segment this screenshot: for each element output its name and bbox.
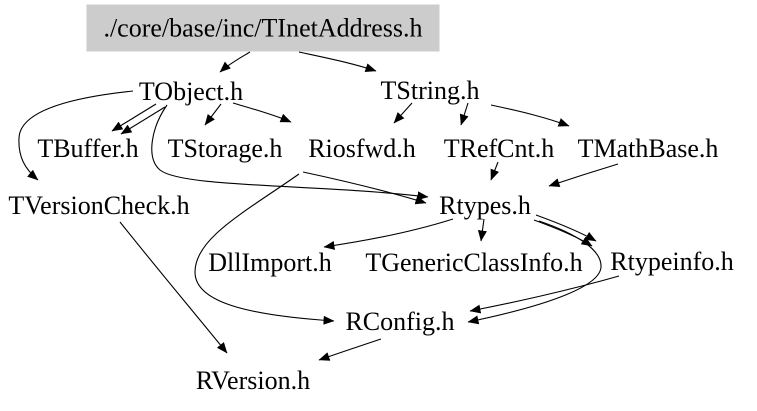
edge-TMathBase-to-Rtypes xyxy=(548,163,619,187)
edge-Rtypes-to-Rtypeinfo xyxy=(533,219,593,247)
node-TObject[interactable]: TObject.h xyxy=(138,77,244,106)
node-DllImport[interactable]: DllImport.h xyxy=(208,248,332,277)
edge-Riosfwd-to-RConfig xyxy=(194,173,335,325)
node-RVersion[interactable]: RVersion.h xyxy=(195,366,311,395)
node-Rtypes[interactable]: Rtypes.h xyxy=(439,191,531,220)
edge-TString-to-TRefCnt xyxy=(459,102,469,126)
edge-Rtypes-to-RConfig xyxy=(467,220,602,325)
edge-Riosfwd-to-Rtypes xyxy=(302,171,427,205)
edge-RConfig-to-RVersion xyxy=(318,338,382,361)
edge-TObject-to-Riosfwd xyxy=(232,102,292,123)
edge-TObject-to-TStorage xyxy=(204,103,222,126)
edges-group xyxy=(18,51,620,361)
node-TBuffer[interactable]: TBuffer.h xyxy=(37,134,139,163)
edge-TRefCnt-to-Rtypes xyxy=(490,161,499,181)
edge-Rtypeinfo-to-RConfig xyxy=(469,275,620,314)
node-Rtypeinfo[interactable]: Rtypeinfo.h xyxy=(610,247,734,276)
edge-TObject-to-Rtypes xyxy=(151,104,429,201)
node-TGenericClassInfo[interactable]: TGenericClassInfo.h xyxy=(365,248,583,277)
edge-TInetAddress-to-TObject xyxy=(219,51,251,73)
edge-TString-to-Riosfwd xyxy=(393,102,413,124)
edge-TInetAddress-to-TString xyxy=(298,51,377,72)
node-TStorage[interactable]: TStorage.h xyxy=(167,134,283,163)
root-node-TInetAddress: ./core/base/inc/TInetAddress.h xyxy=(86,4,440,52)
node-TMathBase[interactable]: TMathBase.h xyxy=(577,134,719,163)
edge-TVersionCheck-to-RVersion xyxy=(119,221,228,354)
node-RConfig[interactable]: RConfig.h xyxy=(345,307,455,336)
edge-TString-to-TMathBase xyxy=(490,104,570,127)
node-Riosfwd[interactable]: Riosfwd.h xyxy=(308,134,416,163)
edge-Rtypes-to-TGenericClassInfo xyxy=(477,218,487,242)
node-TVersionCheck[interactable]: TVersionCheck.h xyxy=(8,191,190,220)
node-TString[interactable]: TString.h xyxy=(380,76,480,105)
edge-TObject-to-TBuffer xyxy=(120,106,166,135)
node-TRefCnt[interactable]: TRefCnt.h xyxy=(443,134,555,163)
edge-TObject-to-TBuffer xyxy=(111,103,157,132)
edge-Rtypes-to-Rtypeinfo xyxy=(535,214,597,242)
edge-TObject-to-TVersionCheck xyxy=(18,90,134,181)
edge-Rtypes-to-DllImport xyxy=(323,218,454,250)
